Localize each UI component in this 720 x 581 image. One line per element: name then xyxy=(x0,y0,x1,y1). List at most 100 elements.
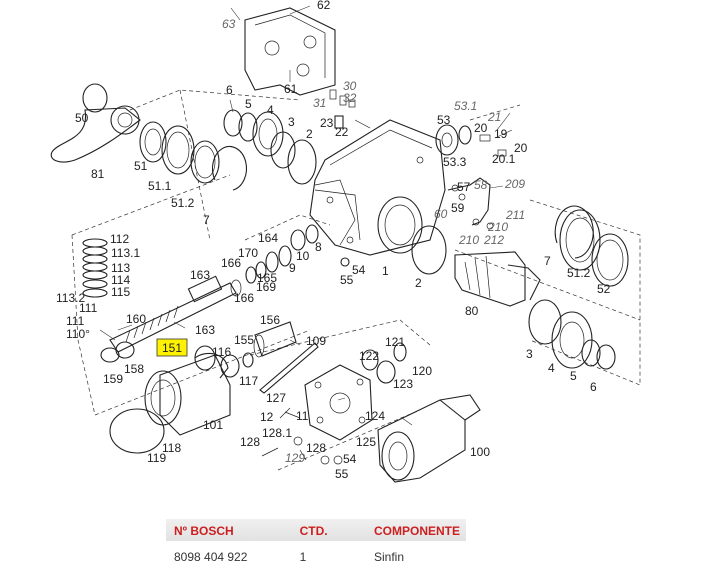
table-header-row: Nº BOSCH CTD. COMPONENTE xyxy=(166,519,466,541)
callout-8: 8 xyxy=(315,240,322,254)
seals-120-123 xyxy=(361,342,407,384)
callout-123: 123 xyxy=(393,377,413,391)
callout-7-left: 7 xyxy=(203,213,210,227)
callout-59: 59 xyxy=(451,201,465,215)
callout-81: 81 xyxy=(91,167,105,181)
callout-20-1: 20.1 xyxy=(492,152,516,166)
cell-component: Sinfin xyxy=(373,550,405,564)
cell-quantity: 1 xyxy=(299,550,307,564)
oil-tube-209 xyxy=(447,177,494,230)
parts-table: Nº BOSCH CTD. COMPONENTE 8098 404 922 1 … xyxy=(166,519,466,569)
callout-52: 52 xyxy=(597,282,611,296)
callout-109: 109 xyxy=(306,334,326,348)
callout-111-a: 111 xyxy=(79,301,98,315)
callout-128-a: 128 xyxy=(240,435,260,449)
bearing-set-top xyxy=(223,109,317,185)
callout-113: 113 xyxy=(111,261,130,275)
callout-50: 50 xyxy=(75,111,89,125)
callout-57: 57 xyxy=(457,180,471,194)
callout-7-right: 7 xyxy=(544,254,551,268)
highlight-box xyxy=(156,338,188,357)
callout-101: 101 xyxy=(203,418,223,432)
callout-54-top: 54 xyxy=(352,263,366,277)
callout-209: 209 xyxy=(504,177,525,191)
bearing-set-right xyxy=(528,299,616,370)
callout-124: 124 xyxy=(365,409,385,423)
ring-stack-112 xyxy=(82,238,108,298)
sector-shaft-80 xyxy=(454,251,541,307)
callout-156: 156 xyxy=(260,313,280,327)
highlight-label: 151 xyxy=(162,341,182,355)
callout-51-1: 51.1 xyxy=(148,179,172,193)
callout-3-top: 3 xyxy=(288,115,295,129)
callout-115: 115 xyxy=(111,285,130,299)
bracket-61 xyxy=(230,7,336,96)
callout-51-2-left: 51.2 xyxy=(171,196,195,210)
callout-2-mid: 2 xyxy=(415,276,422,290)
callout-159: 159 xyxy=(103,372,123,386)
callout-21: 21 xyxy=(487,110,501,124)
callout-164: 164 xyxy=(258,231,278,245)
callout-166-a: 166 xyxy=(221,256,241,270)
cell-bosch-number: 8098 404 922 xyxy=(174,550,248,564)
dashed-guides xyxy=(71,89,641,471)
seal-set-left xyxy=(139,121,248,191)
callout-118: 118 xyxy=(162,441,181,455)
callout-160: 160 xyxy=(126,312,146,326)
callout-114: 114 xyxy=(111,273,130,287)
callout-122: 122 xyxy=(359,349,379,363)
seal-set-right xyxy=(554,205,629,287)
exploded-parts-diagram: 63 62 61 6 5 4 3 2 30 31 32 23 22 53.1 2… xyxy=(50,0,641,483)
sleeve-156 xyxy=(253,321,297,358)
callout-51-left: 51 xyxy=(134,159,148,173)
callout-119: 119 xyxy=(147,451,166,465)
seals-155-159 xyxy=(100,341,254,378)
callout-20-b: 20 xyxy=(514,141,528,155)
callout-54-bottom: 54 xyxy=(343,452,357,466)
pitman-arm-50 xyxy=(50,83,141,163)
rod-109 xyxy=(259,342,319,394)
header-component: COMPONENTE xyxy=(373,524,460,538)
callout-51-2-right: 51.2 xyxy=(567,266,591,280)
callout-9: 9 xyxy=(289,261,296,275)
callout-53-1: 53.1 xyxy=(454,99,477,113)
callout-6-top: 6 xyxy=(226,83,233,97)
callout-20-a: 20 xyxy=(474,121,488,135)
callout-120: 120 xyxy=(412,364,432,378)
callout-169: 169 xyxy=(256,280,276,294)
callout-12: 12 xyxy=(260,410,274,424)
callout-128-1: 128.1 xyxy=(262,426,292,440)
callout-30: 30 xyxy=(343,79,357,93)
callout-113-2: 113.2 xyxy=(56,291,85,305)
seals-164-170 xyxy=(245,224,350,284)
callout-53: 53 xyxy=(437,113,451,127)
callout-127: 127 xyxy=(266,391,286,405)
table-row: 8098 404 922 1 Sinfin xyxy=(166,541,466,569)
header-quantity: CTD. xyxy=(299,524,328,538)
valve-body-100 xyxy=(377,394,481,483)
callout-100: 100 xyxy=(470,445,490,459)
callout-111-b: 111 xyxy=(66,314,85,328)
callout-2-top: 2 xyxy=(306,127,313,141)
callout-113-1: 113.1 xyxy=(111,246,140,260)
callout-23: 23 xyxy=(320,116,334,130)
callout-1: 1 xyxy=(382,264,389,278)
callout-210-b: 210 xyxy=(458,233,479,247)
callout-129: 129 xyxy=(285,451,305,465)
callout-60: 60 xyxy=(434,207,448,221)
callout-158: 158 xyxy=(124,362,144,376)
callout-211: 211 xyxy=(505,208,525,222)
callout-128-b: 128 xyxy=(306,441,326,455)
callout-22: 22 xyxy=(335,125,349,139)
callout-80: 80 xyxy=(465,304,479,318)
seal-53-group xyxy=(435,124,513,157)
cover-plate-124 xyxy=(304,364,373,441)
callout-4-right: 4 xyxy=(548,361,555,375)
callout-55-bottom: 55 xyxy=(335,467,349,481)
callout-110: 110° xyxy=(66,327,90,341)
callout-155: 155 xyxy=(234,333,254,347)
diagram-canvas: 63 62 61 6 5 4 3 2 30 31 32 23 22 53.1 2… xyxy=(50,0,641,483)
highlighted-callout-151[interactable]: 151 xyxy=(156,338,188,357)
callout-32: 32 xyxy=(343,91,357,105)
header-bosch-number: Nº BOSCH xyxy=(174,524,234,538)
